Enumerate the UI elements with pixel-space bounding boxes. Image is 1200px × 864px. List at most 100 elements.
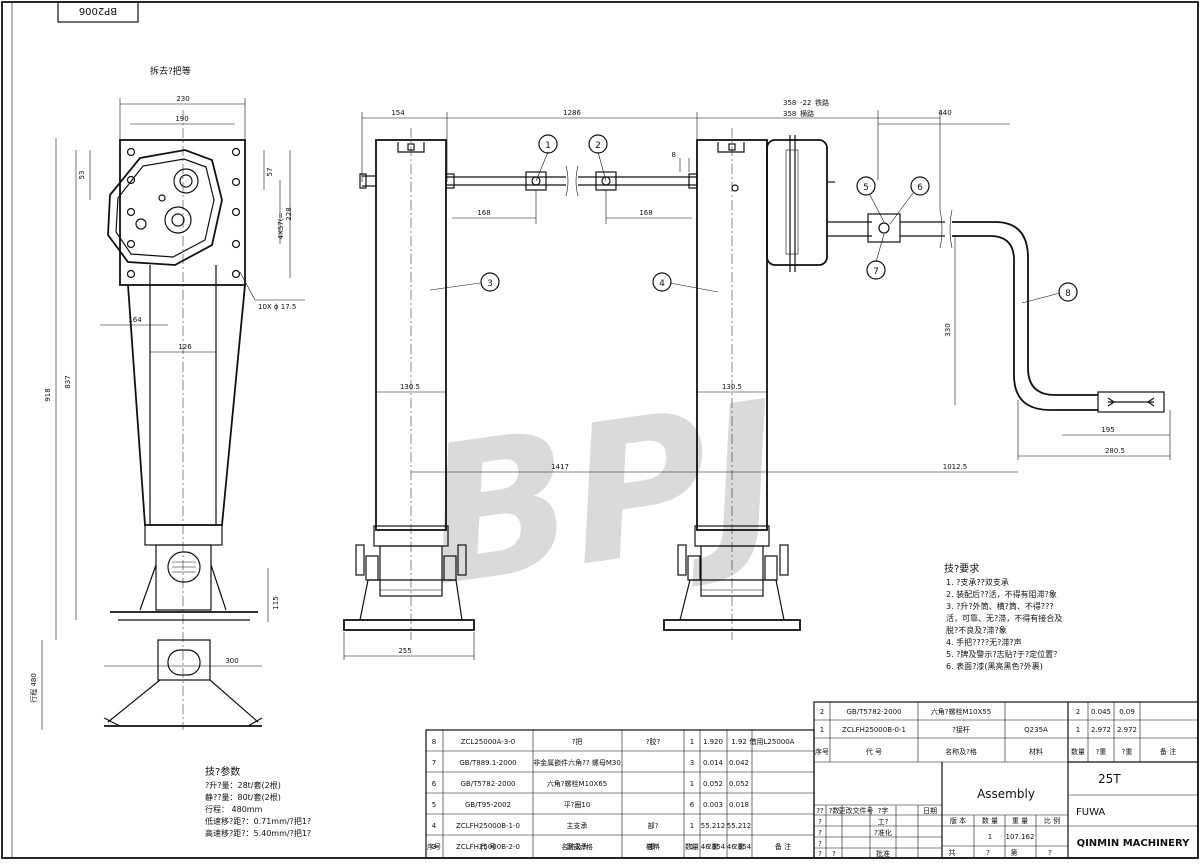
svg-text:?: ?: [986, 849, 990, 857]
side-view-note: 拆去?把等: [150, 65, 191, 77]
dim-280: 280.5: [1105, 447, 1125, 455]
bom-cell-qty: 1: [690, 843, 694, 851]
svg-text:2. 装配后??活，不得有阻滞?象: 2. 装配后??活，不得有阻滞?象: [946, 589, 1057, 599]
svg-text:版 本: 版 本: [950, 816, 966, 825]
inner-tube: [155, 544, 212, 611]
title-block: [813, 701, 1199, 859]
bom-cell-code: GB/T5782-2000: [460, 780, 515, 788]
technical-requirements: 技?要求 1. ?支承??双支承 2. 装配后??活，不得有阻滞?象 3. ?升…: [944, 562, 1062, 671]
svg-text:2: 2: [595, 141, 601, 151]
bom-cell-total: 0.018: [729, 801, 749, 809]
svg-text:1: 1: [545, 141, 551, 151]
dim-300: 300: [225, 657, 238, 665]
watermark: BPJ: [413, 360, 795, 628]
bom-cell-qty: 1: [690, 780, 694, 788]
dim-358a: 358: [783, 99, 796, 107]
side-view: 拆去?把等 230 190: [29, 65, 305, 730]
dim-190: 190: [175, 115, 188, 123]
bom-cell-unit: 1.920: [703, 738, 723, 746]
bom-upper-cell-code: ZCLFH25000B-0-1: [842, 726, 906, 734]
svg-text:日期: 日期: [923, 807, 937, 815]
tech-param-title: 技?参数: [205, 765, 240, 778]
dim-330: 330: [944, 323, 952, 336]
svg-text:?: ?: [818, 829, 822, 837]
dim-837: 837: [64, 375, 72, 388]
svg-text:更改文件号: 更改文件号: [839, 806, 874, 815]
bom-cell-qty: 6: [690, 801, 695, 809]
capacity-label: 25T: [1098, 772, 1121, 786]
bom-cell-no: 4: [432, 822, 437, 830]
crank-handle: [952, 221, 1098, 396]
bom-cell-no: 3: [432, 843, 436, 851]
svg-text:名称及?格: 名称及?格: [945, 747, 977, 756]
bom-cell-total: 1.92: [731, 738, 747, 746]
bom-cell-code: GB/T889.1-2000: [459, 759, 516, 767]
svg-text:低速移?距?：0.71mm/?把1?: 低速移?距?：0.71mm/?把1?: [205, 816, 311, 826]
bom-cell-name: ?把: [572, 737, 583, 746]
bom-table: [425, 729, 815, 859]
svg-text:?准化: ?准化: [874, 828, 892, 837]
balloon-2: [588, 134, 608, 154]
bom-cell-total: 0.052: [729, 780, 749, 788]
svg-text:4. 手把????无?滞?声: 4. 手把????无?滞?声: [946, 637, 1022, 647]
main-foot: [663, 619, 801, 631]
svg-text:4: 4: [659, 279, 665, 289]
tech-req-title: 技?要求: [944, 562, 979, 575]
bom-header-row: 序号 代 号 名称及?格 材料 数量 ?重 ?重 备 注: [427, 842, 791, 851]
bom-cell-total: 46.854: [727, 843, 752, 851]
svg-text:?重: ?重: [734, 843, 745, 851]
company-name: QINMIN MACHINERY: [1077, 838, 1191, 849]
svg-text:代 号: 代 号: [480, 842, 496, 851]
brand-label: FUWA: [1076, 807, 1105, 818]
svg-text:?重: ?重: [1096, 748, 1107, 756]
svg-text:名称及?格: 名称及?格: [561, 842, 593, 851]
dim-130-a: 130.5: [400, 383, 420, 391]
bom-upper-cell-code: GB/T5782-2000: [846, 708, 901, 716]
bom-cell-name: 平?圈10: [564, 801, 591, 809]
svg-text:代 号: 代 号: [866, 747, 882, 756]
svg-text:序号: 序号: [427, 842, 441, 851]
high-gear: [173, 168, 199, 194]
bom-upper-cell-total: 2.972: [1117, 726, 1137, 734]
bom-upper-cell-unit: 0.045: [1091, 708, 1111, 716]
bom-upper-cell-name: ?接杆: [952, 725, 970, 734]
svg-text:?: ?: [818, 818, 822, 826]
title-block-text: Assembly 25T FUWA QINMIN MACHINERY 版 本 数…: [816, 772, 1190, 858]
svg-text:共: 共: [949, 848, 956, 857]
low-gear: [164, 206, 192, 234]
svg-text:比 例: 比 例: [1044, 816, 1060, 825]
handle-grip: [1097, 391, 1165, 413]
balloon-1: [538, 134, 558, 154]
bom-upper-cell-qty: 1: [1076, 726, 1080, 734]
svg-text:材料: 材料: [1029, 747, 1043, 756]
bom-cell-qty: 1: [690, 738, 694, 746]
bom-cell-qty: 3: [690, 759, 694, 767]
svg-text:重 量: 重 量: [1012, 817, 1028, 825]
svg-text:脱?不良及?滞?象: 脱?不良及?滞?象: [946, 625, 1007, 635]
brace-a: 铁路: [815, 98, 829, 107]
bom-cell-name: 非金属嵌件六角?? 螺母M30: [533, 758, 621, 767]
bom-cell-unit: 0.052: [703, 780, 723, 788]
bom-cell-code: ZCLFH25000B-2-0: [456, 843, 520, 851]
svg-text:?: ?: [818, 850, 822, 858]
bom-cell-code: ZCLFH25000B-1-0: [456, 822, 520, 830]
svg-text:?字: ?字: [878, 806, 889, 815]
svg-text:?重: ?重: [1122, 748, 1133, 756]
dim-168-b: 168: [639, 209, 652, 217]
crank-hub: [867, 213, 901, 243]
dim-168-a: 168: [477, 209, 490, 217]
bom-cell-unit: 0.003: [703, 801, 723, 809]
brace-b: 横路: [800, 109, 814, 118]
dim-918: 918: [44, 388, 52, 401]
dim-4x57: 4X57(=: [277, 212, 285, 239]
bom-upper-cell-name: 六角?螺栓M10X55: [931, 707, 991, 716]
svg-text:材料: 材料: [646, 842, 660, 851]
bom-cell-no: 8: [432, 738, 436, 746]
bolt-holes: [126, 147, 241, 279]
balloon-5: [856, 176, 876, 196]
bom-cell-code: GB/T95-2002: [465, 801, 511, 809]
svg-text:工?: 工?: [878, 818, 889, 826]
balloon-7: [866, 260, 886, 280]
assembly-label: Assembly: [977, 787, 1035, 801]
